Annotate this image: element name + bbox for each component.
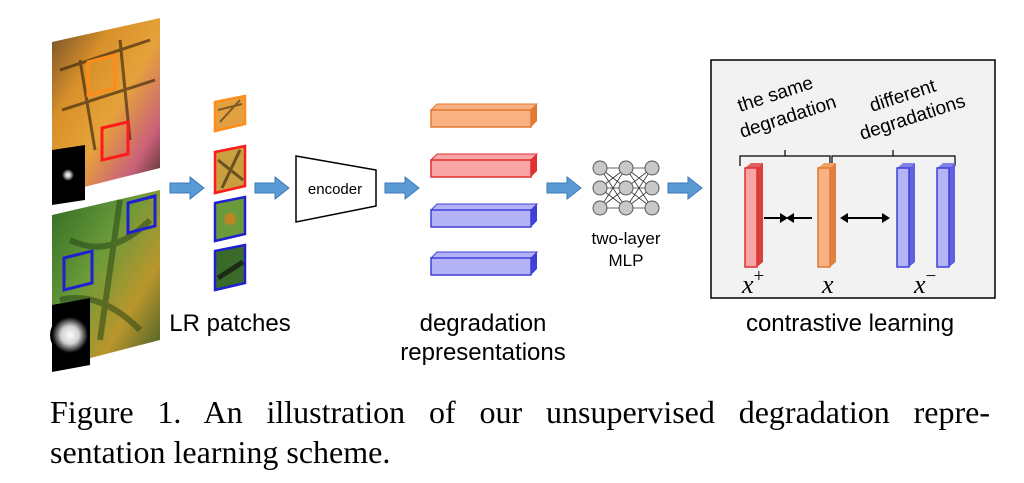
caption-line-1: Figure 1. An illustration of our unsuper… xyxy=(50,394,990,430)
x-minus-bar-1 xyxy=(896,163,915,268)
contrastive-panel: the same degradation different degradati… xyxy=(710,59,996,299)
lr-patch-stack xyxy=(213,94,247,292)
x-anchor-bar xyxy=(817,163,836,268)
mlp-node-2-1 xyxy=(644,180,660,196)
repel-arrow xyxy=(840,213,890,223)
x-plus-bar xyxy=(744,163,763,268)
mlp-node-1-0 xyxy=(618,160,634,176)
mlp-node-1-1 xyxy=(618,180,634,196)
representation-bar-red xyxy=(429,153,539,178)
arrow-mlp-to-contrastive xyxy=(667,175,703,201)
mlp-label-line2: MLP xyxy=(609,251,644,270)
arrow-representations-to-mlp xyxy=(546,175,582,201)
degradation-representations xyxy=(429,103,539,276)
x-minus-label: x− xyxy=(913,266,936,299)
same-degradation-brace xyxy=(739,150,831,166)
caption-line-2: sentation learning scheme. xyxy=(50,434,391,470)
figure-caption: Figure 1. An illustration of our unsuper… xyxy=(50,392,990,472)
mlp-node-1-2 xyxy=(618,200,634,216)
arrow-images-to-patches xyxy=(169,175,205,201)
mlp-node-2-0 xyxy=(644,160,660,176)
mlp-network xyxy=(592,160,660,216)
input-image-butterfly xyxy=(52,18,160,205)
mlp-node-0-0 xyxy=(592,160,608,176)
contrastive-learning-label: contrastive learning xyxy=(746,310,954,337)
patch-box-red xyxy=(100,120,130,162)
different-degradations-brace xyxy=(831,150,956,166)
lr-patches-label: LR patches xyxy=(169,310,290,337)
mlp-label-line1: two-layer xyxy=(592,229,661,248)
patch-box-orange xyxy=(86,53,117,97)
degradation-representations-label-line2: representations xyxy=(400,339,565,366)
input-image-plant xyxy=(50,190,160,372)
flow-arrows xyxy=(169,175,703,201)
x-anchor-label: x xyxy=(821,270,834,299)
encoder-label: encoder xyxy=(308,181,362,198)
mlp-node-0-1 xyxy=(592,180,608,196)
x-minus-bar-2 xyxy=(936,163,955,268)
representation-bar-blue-2 xyxy=(429,251,539,276)
x-plus-label: x+ xyxy=(741,266,764,299)
lr-patch-orange xyxy=(213,94,247,133)
degradation-representations-label-line1: degradation xyxy=(420,310,547,337)
patch-box-blue-2 xyxy=(62,249,94,292)
patch-box-blue-1 xyxy=(126,194,157,235)
attract-arrows xyxy=(764,213,812,223)
mlp-node-2-2 xyxy=(644,200,660,216)
representation-bar-blue-1 xyxy=(429,203,539,228)
arrow-encoder-to-representations xyxy=(384,175,420,201)
mlp-node-0-2 xyxy=(592,200,608,216)
representation-bar-orange xyxy=(429,103,539,128)
arrow-patches-to-encoder xyxy=(254,175,290,201)
encoder-block: encoder xyxy=(295,155,377,223)
